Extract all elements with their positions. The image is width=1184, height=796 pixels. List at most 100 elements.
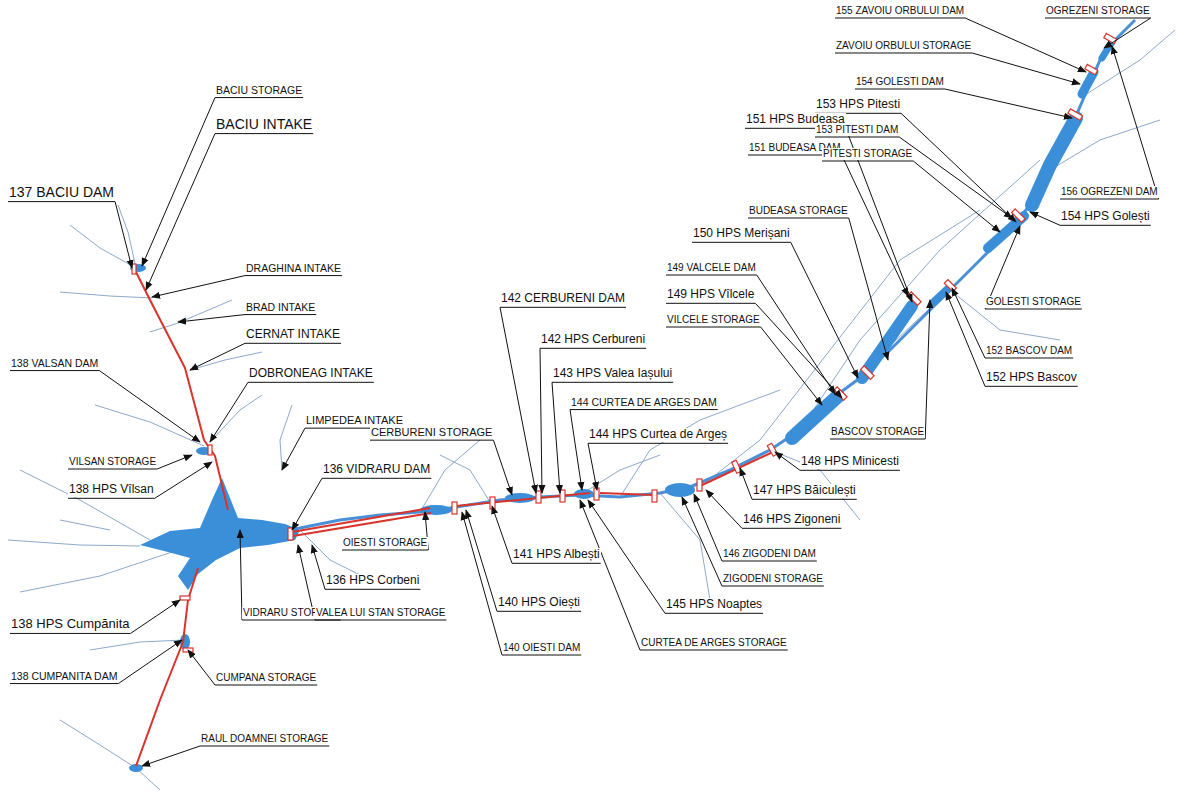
leader-arrow [312,545,325,589]
map-label: 152 BASCOV DAM [985,345,1073,357]
map-label: 149 VALCELE DAM [666,262,757,274]
map-label: 138 CUMPANITA DAM [10,670,118,682]
label-underline [815,137,899,138]
map-label: VILSAN STORAGE [68,456,157,468]
map-label: 138 HPS Cumpănita [10,617,131,632]
map-label: 140 HPS Oiești [497,596,581,610]
dam [732,460,742,473]
dam [1104,33,1117,43]
map-label: 142 HPS Cerbureni [540,333,646,347]
dam [1068,109,1083,120]
dam [767,443,777,456]
leader-arrow [588,443,597,490]
dam [208,445,212,455]
map-label: 141 HPS Albești [512,548,601,562]
leader-arrow [152,276,245,297]
conduit [292,508,430,532]
map-label: 136 HPS Corbeni [325,574,420,588]
dam [452,502,457,514]
leader-arrow [292,478,322,530]
label-underline [722,561,817,562]
label-underline [835,53,972,54]
map-label: OIESTI STORAGE [342,537,428,549]
map-label: 145 HPS Noaptes [665,598,763,612]
tributary [150,300,232,332]
conduit [456,493,590,506]
map-label: 140 OIESTI DAM [502,642,581,654]
map-label: BRAD INTAKE [245,301,316,313]
map-label: 153 HPS Pitesti [815,98,901,112]
leader-arrow [946,292,985,386]
label-underline [342,550,428,551]
dam [834,387,847,400]
conduit [136,272,228,510]
map-label: 154 HPS Golești [1060,210,1151,224]
budeasa-lake [862,306,912,378]
label-underline [830,439,925,440]
leader-arrow [1112,46,1159,199]
label-underline [315,620,447,621]
map-label: 148 HPS Minicesti [800,455,900,469]
leader-arrow [580,500,640,650]
map-label: BUDEASA STORAGE [748,205,849,217]
label-underline [502,655,581,656]
map-label: CERBURENI STORAGE [370,426,493,439]
leader-arrow [115,202,132,268]
leader-arrow [552,382,560,493]
label-underline [552,382,673,383]
label-underline [666,303,755,304]
dam [536,491,541,503]
label-underline [748,218,849,219]
label-underline [540,348,646,349]
label-underline [10,633,131,634]
conduit [700,451,775,486]
map-label: 144 CURTEA DE ARGES DAM [570,396,718,408]
leader-arrow [540,348,542,493]
leader-arrow [462,512,502,655]
zavoiu-lake [1082,72,1094,94]
map-label: PITESTI STORAGE [822,148,913,160]
label-underline [692,242,791,243]
tributary [118,205,136,268]
label-underline [245,314,316,315]
leader-arrow [757,275,835,394]
leader-arrow [142,98,215,266]
leader-arrow [188,650,215,685]
leader-arrow [210,382,248,442]
map-label: BACIU INTAKE [215,116,313,132]
leader-arrow [706,490,742,528]
pitesti-lake [988,216,1024,248]
leader-arrow [1104,18,1151,48]
dam [861,366,874,379]
zigoneni-lake [665,483,695,497]
label-underline [1045,18,1151,19]
leader-arrow [99,371,200,442]
label-underline [1060,225,1151,226]
long-reservoirs [792,42,1112,438]
label-underline [822,161,913,162]
map-label: 146 ZIGODENI DAM [722,548,817,560]
tributary [8,540,140,546]
conduits [136,272,775,766]
tributary [95,405,204,446]
label-underline [215,133,313,134]
label-underline [500,307,626,308]
map-label: 137 BACIU DAM [8,184,115,200]
leader-arrow [282,428,305,470]
map-label: 150 HPS Merișani [692,227,791,241]
tributary [60,520,110,530]
leader-arrow [492,506,512,563]
leader-arrow [500,307,536,493]
dam [652,490,657,502]
tributary [60,292,152,298]
map-label: ZAVOIU ORBULUI STORAGE [835,40,972,52]
map-label: LIMPEDEA INTAKE [305,414,404,427]
label-underline [68,469,157,470]
leader-arrow [755,303,842,398]
tributaries [8,30,1175,790]
conduit [600,493,655,495]
map-label: 149 HPS Vîlcele [666,288,755,302]
label-underline [722,586,824,587]
label-underline [215,97,303,98]
dam [132,264,136,274]
